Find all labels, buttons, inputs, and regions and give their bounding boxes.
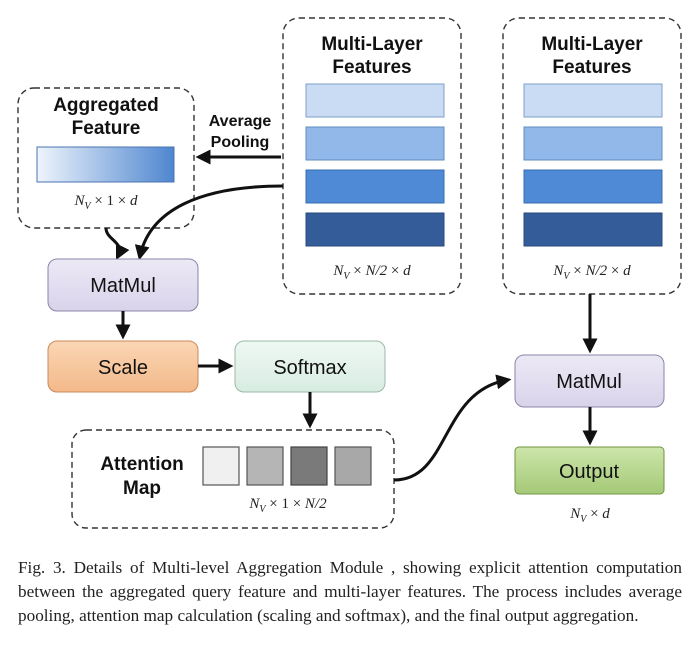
aggregation-diagram: Multi-Layer Features NV × N/2 × d Multi-… bbox=[17, 17, 682, 529]
layer-3 bbox=[523, 169, 663, 204]
layer-1 bbox=[305, 83, 445, 118]
softmax-label: Softmax bbox=[273, 357, 346, 379]
matmul-right-label: MatMul bbox=[556, 371, 622, 393]
softmax-node: Softmax bbox=[234, 340, 386, 393]
output-dim: NV × d bbox=[569, 506, 610, 525]
multilayer-right-title-1: Multi-Layer bbox=[541, 34, 643, 55]
layer-4 bbox=[523, 212, 663, 247]
attention-title-2: Map bbox=[123, 478, 161, 499]
aggregated-vector bbox=[36, 146, 175, 183]
attention-to-matmul-arrow bbox=[393, 374, 512, 482]
aggregated-title-1: Aggregated bbox=[53, 95, 159, 116]
scale-node: Scale bbox=[47, 340, 199, 393]
multilayer-right-dim: NV × N/2 × d bbox=[552, 263, 631, 282]
layer-1 bbox=[523, 83, 663, 118]
layer-3 bbox=[305, 169, 445, 204]
aggregated-dim: NV × 1 × d bbox=[73, 193, 138, 212]
multilayer-features-right: Multi-Layer Features NV × N/2 × d bbox=[502, 17, 682, 295]
matmul-left-label: MatMul bbox=[90, 275, 156, 297]
multilayer-left-title-1: Multi-Layer bbox=[321, 34, 423, 55]
layer-4 bbox=[305, 212, 445, 247]
attention-cell-1 bbox=[202, 446, 240, 486]
layer-2 bbox=[523, 126, 663, 161]
attention-cell-3 bbox=[290, 446, 328, 486]
figure-caption: Fig. 3. Details of Multi-level Aggregati… bbox=[18, 558, 682, 625]
attention-title-1: Attention bbox=[100, 454, 183, 475]
multilayer-right-title-2: Features bbox=[552, 57, 631, 78]
attention-cell-4 bbox=[334, 446, 372, 486]
aggregated-feature: Aggregated Feature NV × 1 × d bbox=[17, 87, 195, 229]
attention-map: Attention Map NV × 1 × N/2 bbox=[71, 429, 395, 529]
output-label: Output bbox=[559, 461, 619, 483]
aggregated-title-2: Feature bbox=[72, 118, 141, 139]
multilayer-features-left: Multi-Layer Features NV × N/2 × d bbox=[282, 17, 462, 295]
multilayer-left-title-2: Features bbox=[332, 57, 411, 78]
aggregated-to-matmul-arrow bbox=[104, 227, 130, 261]
layer-2 bbox=[305, 126, 445, 161]
output-node: Output bbox=[514, 446, 665, 495]
multilayer-to-matmul-arrow bbox=[134, 184, 284, 261]
attention-dim: NV × 1 × N/2 bbox=[248, 496, 327, 515]
multilayer-left-dim: NV × N/2 × d bbox=[332, 263, 411, 282]
attention-cell-2 bbox=[246, 446, 284, 486]
pooling-label-1: Average bbox=[209, 113, 272, 130]
matmul-right-node: MatMul bbox=[514, 354, 665, 408]
matmul-left-node: MatMul bbox=[47, 258, 199, 312]
pooling-label-2: Pooling bbox=[211, 134, 270, 151]
scale-label: Scale bbox=[98, 357, 148, 379]
